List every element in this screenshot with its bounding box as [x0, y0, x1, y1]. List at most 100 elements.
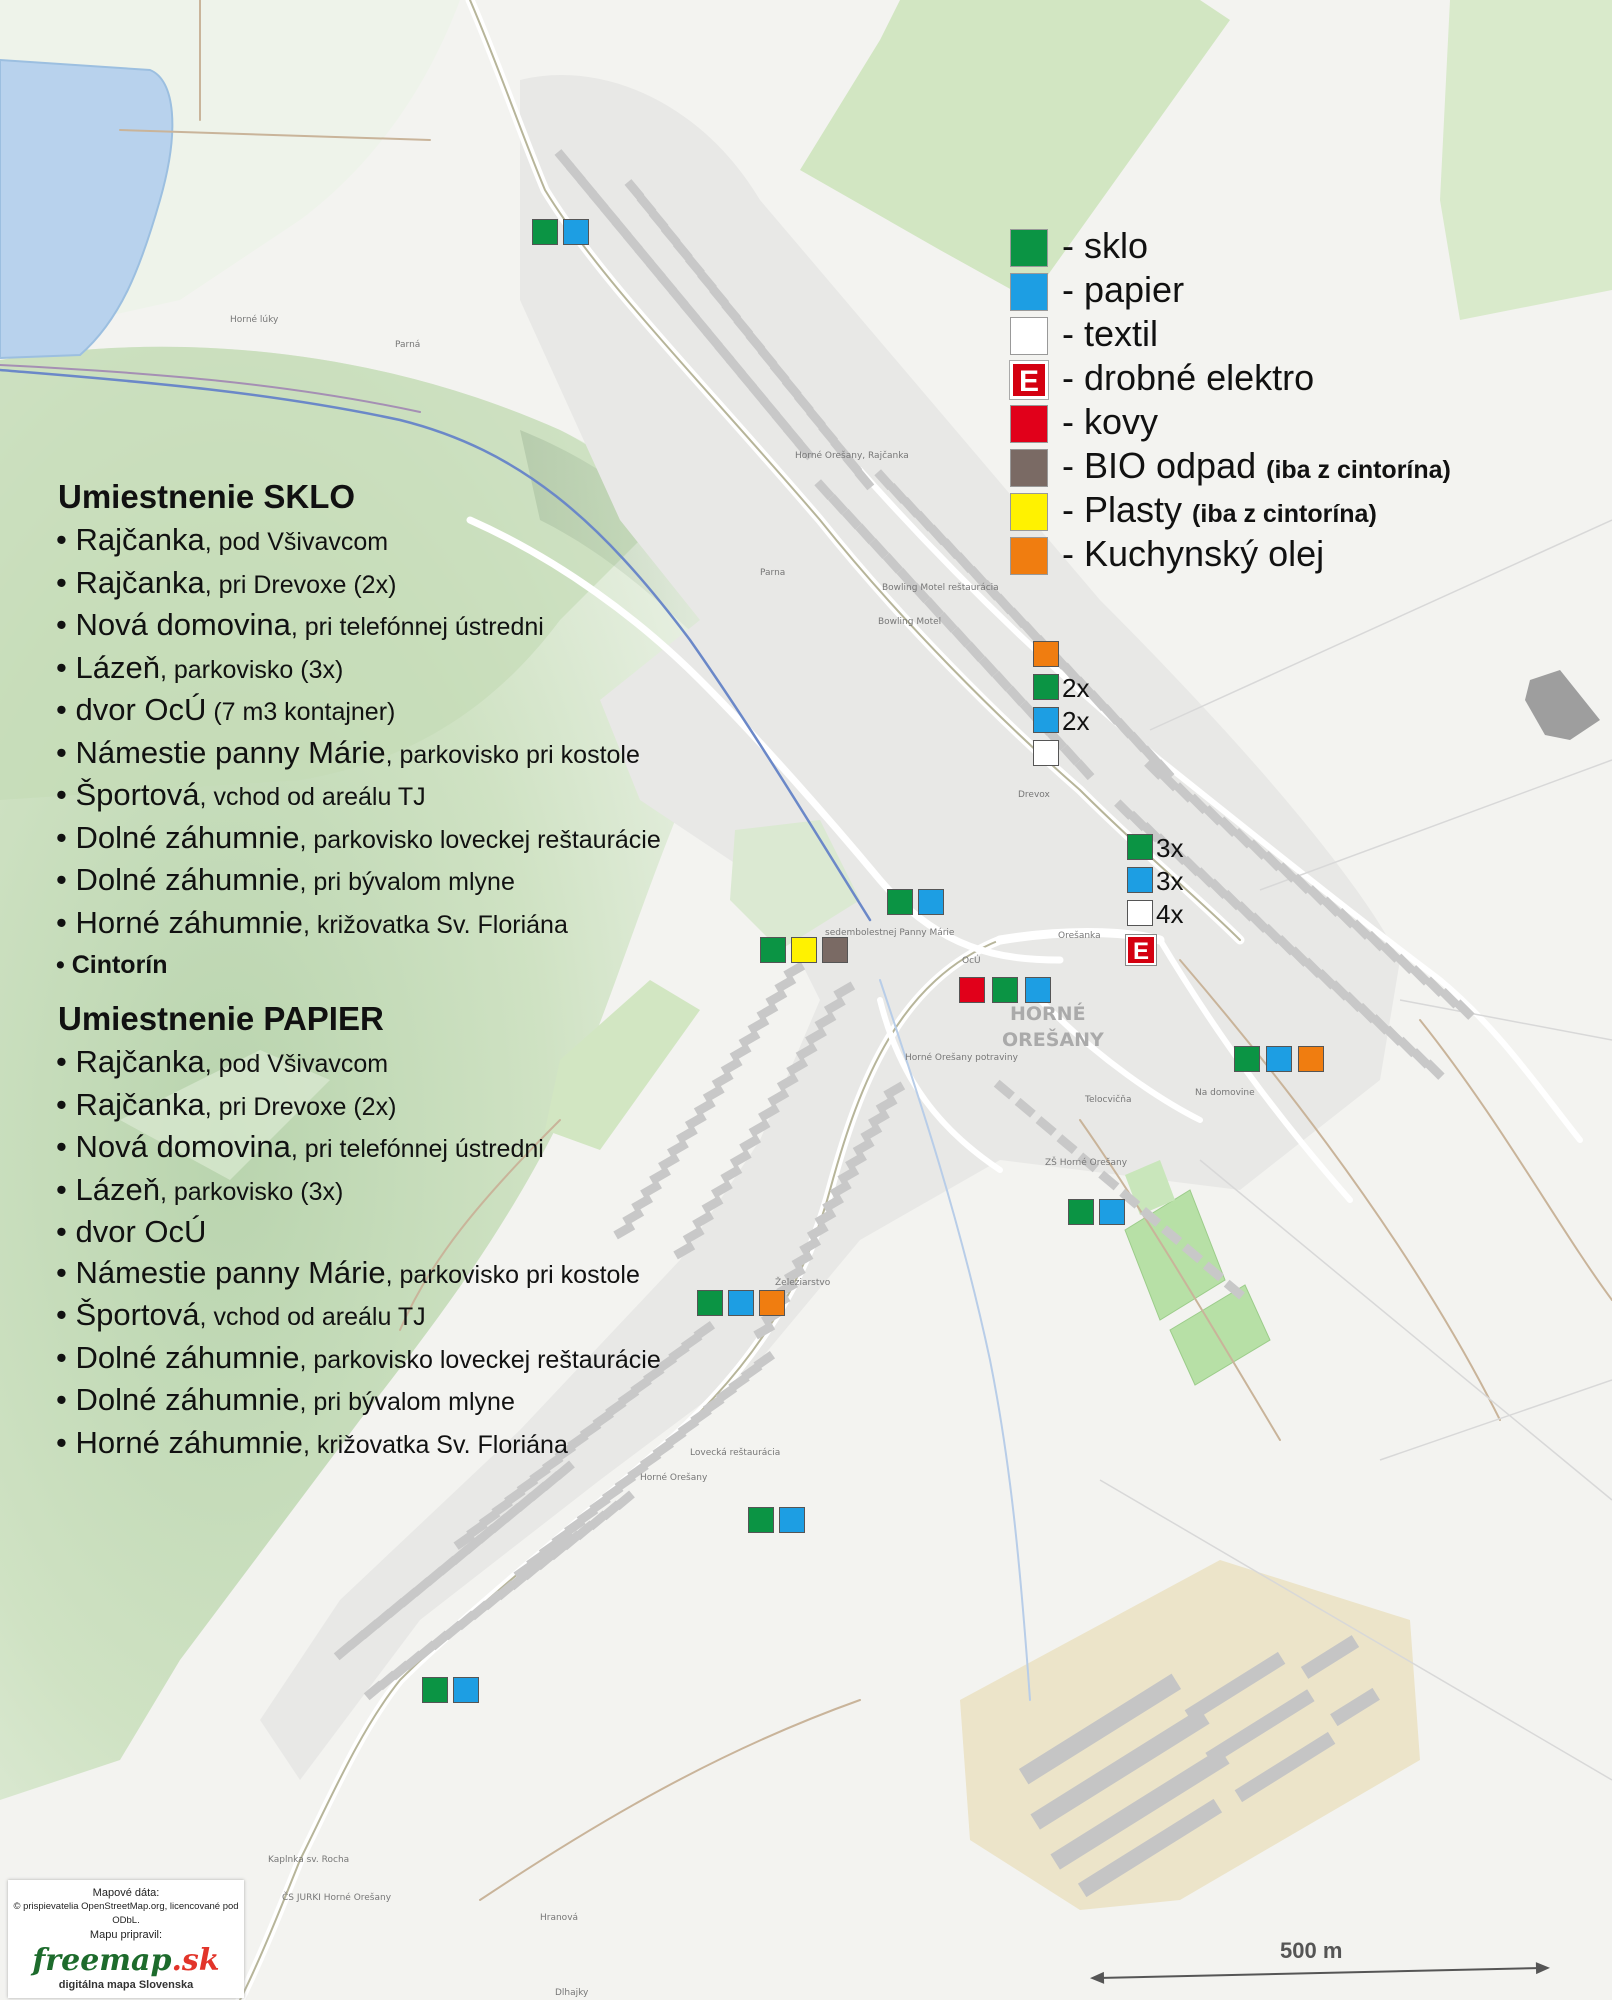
sklo-marker[interactable]	[760, 937, 786, 963]
legend-label: - sklo	[1062, 225, 1149, 266]
location-detail: , pod Všivavcom	[204, 1050, 389, 1078]
location-name: • Horné záhumnie	[56, 1424, 303, 1460]
location-item: • Rajčanka, pod Všivavcom	[56, 1042, 661, 1085]
count-label: 3x	[1156, 833, 1184, 863]
location-item: • Rajčanka, pod Všivavcom	[56, 520, 661, 563]
freemap-logo[interactable]: freemap.sk	[8, 1944, 244, 1978]
map-label-bowling: Bowling Motel reštaurácia	[882, 582, 999, 593]
location-name: • Nová domovina	[56, 607, 291, 642]
sklo-title: Umiestnenie SKLO	[58, 478, 356, 515]
stream	[879, 979, 1031, 1701]
sklo-marker[interactable]	[1234, 1046, 1260, 1072]
yellow-square-icon	[1010, 493, 1048, 531]
map-label-lovecka: Lovecká reštaurácia	[690, 1447, 780, 1458]
blue-square-icon	[1010, 273, 1048, 311]
location-item: • Horné záhumnie, križovatka Sv. Florián…	[56, 1423, 661, 1466]
location-name: • Rajčanka	[56, 1086, 205, 1122]
location-detail: , parkovisko pri kostole	[385, 740, 640, 769]
field	[800, 0, 1230, 300]
map-label-zs: ZŠ Horné Orešany	[1045, 1156, 1128, 1168]
location-detail: , pri bývalom mlyne	[299, 868, 515, 896]
sklo-marker[interactable]	[992, 977, 1018, 1003]
sklo-marker[interactable]	[422, 1677, 448, 1703]
textil-marker[interactable]	[1127, 900, 1153, 926]
scale-bar: 500 m	[1090, 1938, 1550, 1988]
location-detail: , parkovisko (3x)	[159, 655, 344, 684]
brand-domain: .sk	[171, 1943, 220, 1978]
papier-marker[interactable]	[1025, 977, 1051, 1003]
papier-marker[interactable]	[918, 889, 944, 915]
map-label-sedembolestnej: sedembolestnej Panny Márie	[825, 928, 955, 938]
olej-marker[interactable]	[1298, 1046, 1324, 1072]
location-name: • Dolné záhumnie	[56, 1339, 300, 1375]
sklo-marker[interactable]	[1033, 674, 1059, 700]
olej-marker[interactable]	[1033, 641, 1059, 667]
map-label-village-2: OREŠANY	[1002, 1027, 1104, 1051]
stream	[0, 368, 872, 922]
location-item: • Rajčanka, pri Drevoxe (2x)	[56, 563, 661, 606]
location-item: • Lázeň, parkovisko (3x)	[56, 1170, 661, 1213]
location-item: • Športová, vchod od areálu TJ	[56, 1295, 661, 1338]
olej-marker[interactable]	[759, 1290, 785, 1316]
elektro-marker[interactable]: E	[1125, 934, 1157, 966]
location-item: • Dolné záhumnie, pri bývalom mlyne	[56, 1380, 661, 1423]
map-label-rajcanka: Horné Orešany, Rajčanka	[795, 450, 909, 461]
location-item: • dvor OcÚ	[56, 1212, 661, 1253]
location-name: • Lázeň	[56, 649, 160, 685]
papier-marker[interactable]	[1033, 707, 1059, 733]
sklo-marker[interactable]	[1068, 1199, 1094, 1225]
location-name: • Športová	[56, 1297, 200, 1332]
water-reservoir	[0, 58, 174, 360]
location-name: • Rajčanka	[56, 522, 205, 557]
location-detail: , pri telefónnej ústredni	[290, 1135, 544, 1163]
papier-locations: Umiestnenie PAPIER • Rajčanka, pod Všiva…	[56, 998, 661, 1465]
location-name: • dvor OcÚ	[56, 1214, 207, 1249]
map-label-horne-luky: Horné lúky	[230, 314, 279, 325]
papier-marker[interactable]	[1099, 1199, 1125, 1225]
textil-marker[interactable]	[1033, 740, 1059, 766]
scale-label: 500 m	[1280, 1938, 1343, 1963]
map-label-cs-jurk: ČS JURKI Horné Orešany	[282, 1891, 392, 1903]
location-detail: , križovatka Sv. Floriána	[302, 910, 568, 939]
field	[545, 980, 700, 1150]
papier-marker[interactable]	[453, 1677, 479, 1703]
location-detail: , parkovisko loveckej reštaurácie	[299, 825, 661, 854]
plasty-marker[interactable]	[791, 937, 817, 963]
map-label-bowling-motel: Bowling Motel	[878, 617, 941, 627]
papier-marker[interactable]	[563, 219, 589, 245]
sklo-marker[interactable]	[697, 1290, 723, 1316]
location-detail: , pod Všivavcom	[204, 528, 389, 556]
sklo-locations: Umiestnenie SKLO • Rajčanka, pod Všivavc…	[56, 476, 661, 986]
red-square-icon	[1010, 405, 1048, 443]
location-detail: , parkovisko loveckej reštaurácie	[299, 1345, 661, 1374]
location-name: • Horné záhumnie	[56, 904, 303, 940]
location-item: • Nová domovina, pri telefónnej ústredni	[56, 1127, 661, 1170]
sklo-marker[interactable]	[887, 889, 913, 915]
papier-marker[interactable]	[1127, 867, 1153, 893]
count-label: 2x	[1062, 706, 1090, 736]
location-name: • Rajčanka	[56, 564, 205, 600]
location-item: • Nová domovina, pri telefónnej ústredni	[56, 605, 661, 648]
papier-marker[interactable]	[1266, 1046, 1292, 1072]
papier-marker[interactable]	[728, 1290, 754, 1316]
field	[120, 1050, 330, 1180]
map-label-kaplnka: Kaplnka sv. Rocha	[268, 1855, 349, 1865]
location-name: • Rajčanka	[56, 1044, 205, 1079]
location-name: • Dolné záhumnie	[56, 819, 300, 855]
legend-label: - textil	[1062, 313, 1159, 354]
sports-field	[1169, 1284, 1271, 1386]
field	[1440, 0, 1612, 320]
sklo-marker[interactable]	[532, 219, 558, 245]
sklo-marker[interactable]	[1127, 834, 1153, 860]
location-name: • dvor OcÚ	[56, 692, 207, 727]
papier-marker[interactable]	[779, 1507, 805, 1533]
map-label-potraviny: Horné Orešany potraviny	[905, 1052, 1019, 1063]
sklo-marker[interactable]	[748, 1507, 774, 1533]
green-square-icon	[1010, 229, 1048, 267]
location-item: • Námestie panny Márie, parkovisko pri k…	[56, 1253, 661, 1296]
brand-tagline: digitálna mapa Slovenska	[58, 1979, 194, 1991]
location-item: • Lázeň, parkovisko (3x)	[56, 648, 661, 691]
kovy-marker[interactable]	[959, 977, 985, 1003]
bio-marker[interactable]	[822, 937, 848, 963]
